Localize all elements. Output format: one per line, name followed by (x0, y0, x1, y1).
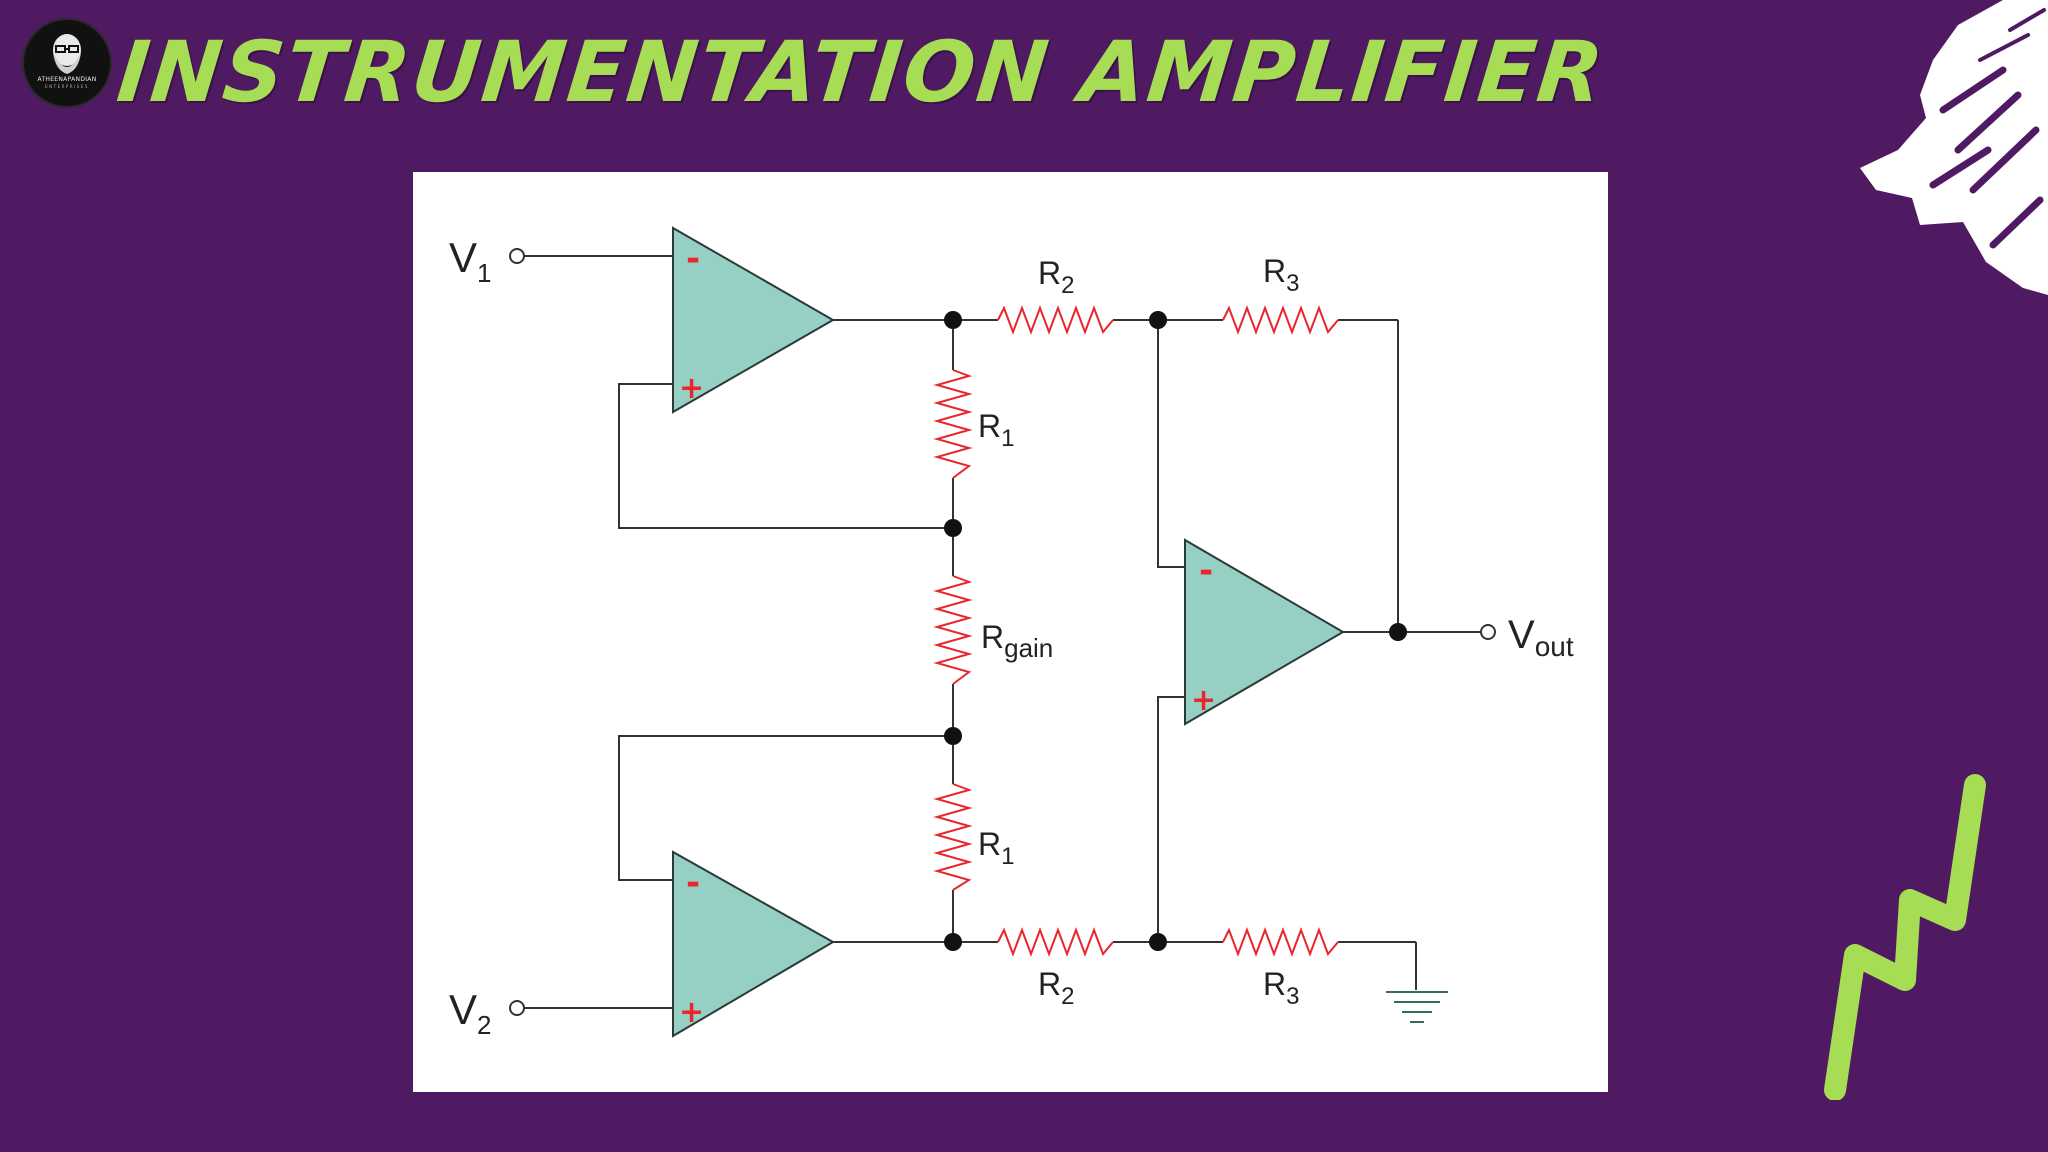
junction-node (1149, 311, 1167, 329)
label-r1-bottom: R1 (978, 826, 1014, 870)
resistor-r2-bottom (997, 927, 1114, 957)
opamp-u2: - + (672, 850, 836, 1038)
output-terminal-vout (1480, 624, 1496, 640)
brand-logo: ATHEENAPANDIAN ENTERPRISES (22, 18, 112, 108)
label-r3-bottom: R3 (1263, 966, 1299, 1010)
label-r1-top: R1 (978, 408, 1014, 452)
resistor-r1-top (933, 369, 973, 479)
brush-stroke-decoration (1860, 0, 2048, 295)
resistor-r3-top (1222, 305, 1339, 335)
label-v2: V2 (449, 986, 491, 1040)
junction-node (1149, 933, 1167, 951)
opamp-u1: - + (672, 226, 836, 414)
label-r2-top: R2 (1038, 255, 1074, 299)
input-terminal-v1 (509, 248, 525, 264)
wires (523, 255, 1481, 1009)
label-r3-top: R3 (1263, 253, 1299, 297)
label-r2-bottom: R2 (1038, 966, 1074, 1010)
label-rgain: Rgain (981, 619, 1053, 663)
ground-icon (1386, 991, 1448, 1023)
opamp-u3: - + (1184, 538, 1345, 726)
bearded-face-icon (53, 34, 81, 74)
junction-node (944, 727, 962, 745)
logo-text: ATHEENAPANDIAN (37, 76, 97, 83)
minus-sign: - (686, 863, 700, 903)
junction-node (1389, 623, 1407, 641)
page-title: INSTRUMENTATION AMPLIFIER (112, 23, 1610, 121)
circuit-panel: - + - + - + (413, 172, 1608, 1092)
resistor-rgain (933, 575, 973, 685)
input-terminal-v2 (509, 1000, 525, 1016)
minus-sign: - (686, 239, 700, 279)
resistor-r3-bottom (1222, 927, 1339, 957)
junction-node (944, 311, 962, 329)
minus-sign: - (1199, 551, 1213, 591)
plus-sign: + (1191, 683, 1216, 718)
circuit-diagram: - + - + - + (449, 226, 1574, 1040)
label-vout: Vout (1508, 613, 1574, 662)
logo-subtext: ENTERPRISES (45, 84, 89, 89)
resistor-r2-top (997, 305, 1114, 335)
junction-node (944, 933, 962, 951)
resistor-r1-bottom (933, 783, 973, 891)
plus-sign: + (679, 995, 704, 1030)
junction-node (944, 519, 962, 537)
zigzag-decoration (1824, 774, 1986, 1100)
label-v1: V1 (449, 234, 491, 288)
plus-sign: + (679, 371, 704, 406)
